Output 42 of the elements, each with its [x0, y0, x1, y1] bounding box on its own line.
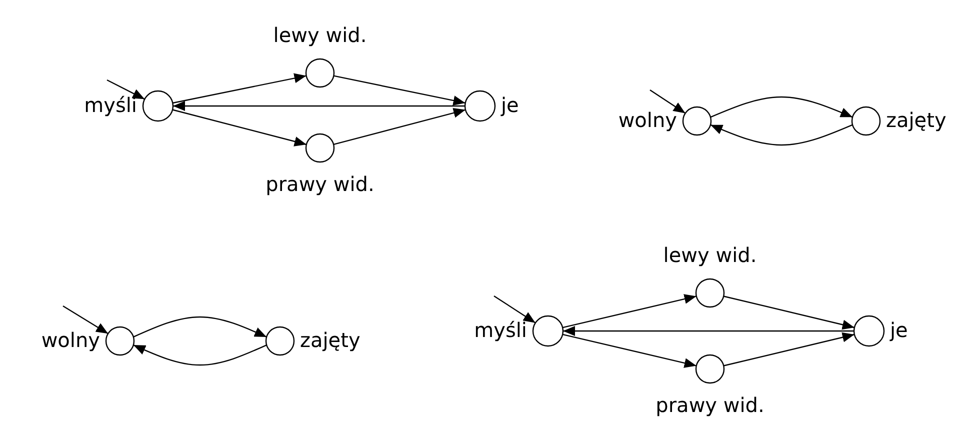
arrow	[133, 344, 267, 366]
state-label: lewy wid.	[663, 243, 757, 267]
state-label: je	[890, 318, 908, 342]
state-circle	[682, 106, 712, 136]
state-label: wolny	[41, 328, 100, 352]
start-arrow	[494, 296, 536, 324]
arrow	[562, 334, 696, 368]
state-circle	[105, 326, 135, 356]
state-label: wolny	[618, 108, 677, 132]
arrow	[172, 73, 306, 104]
arrow	[710, 124, 853, 146]
start-arrow	[106, 79, 145, 100]
arrow	[173, 101, 465, 111]
arrow	[172, 109, 307, 146]
state-label: lewy wid.	[273, 23, 367, 47]
state-circle	[695, 278, 725, 308]
start-arrow	[62, 305, 108, 334]
state-circle	[305, 58, 335, 88]
arrow	[133, 316, 267, 338]
state-circle	[464, 90, 496, 122]
state-label: myśli	[84, 93, 137, 117]
start-arrow	[650, 90, 686, 114]
state-label: je	[501, 93, 519, 117]
state-circle	[305, 133, 335, 163]
arrow	[723, 296, 855, 330]
state-label: prawy wid.	[266, 172, 374, 196]
state-label: zajęty	[300, 328, 360, 352]
arrow	[710, 96, 853, 118]
state-circle	[851, 106, 881, 136]
state-circle	[695, 354, 725, 384]
state-label: zajęty	[886, 108, 946, 132]
state-circle	[853, 315, 885, 347]
arrow	[723, 332, 855, 366]
arrow	[562, 294, 696, 328]
arrow	[333, 108, 466, 146]
state-circle	[532, 315, 564, 347]
state-circle	[265, 326, 295, 356]
state-circle	[142, 90, 174, 122]
arrow	[563, 326, 854, 336]
state-label: myśli	[474, 318, 527, 342]
state-label: prawy wid.	[656, 393, 764, 417]
arrow	[334, 75, 466, 106]
